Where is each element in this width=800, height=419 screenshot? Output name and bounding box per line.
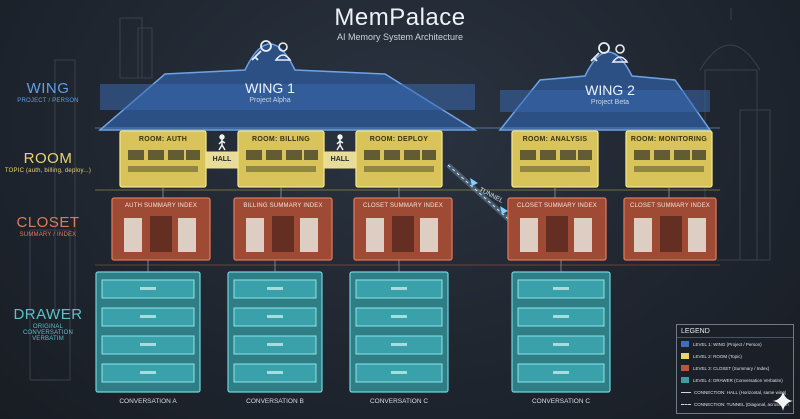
closet-shelves	[124, 216, 706, 252]
legend-item: LEVEL 4: DRAWER (Conversation Verbatim)	[677, 374, 793, 386]
tunnel	[446, 163, 517, 227]
conversation-label: CONVERSATION B	[246, 398, 304, 405]
level-sub: PROJECT / PERSON	[17, 98, 79, 104]
drawers	[95, 271, 611, 393]
closet-label: CLOSET SUMMARY INDEX	[362, 203, 444, 209]
level-sub: TOPIC (auth, billing, deploy...)	[4, 168, 92, 174]
legend-item: CONNECTION: TUNNEL (Diagonal, across win…	[677, 398, 793, 410]
conversation-label: CONVERSATION A	[119, 398, 177, 405]
legend-label: CONNECTION: TUNNEL (Diagonal, across win…	[694, 401, 789, 407]
wing-project: Project Alpha	[249, 97, 291, 104]
level-label-drawer: DRAWER ORIGINAL CONVERSATION VERBATIM	[0, 306, 96, 342]
key-icon	[590, 42, 610, 62]
key-icon	[251, 40, 272, 61]
level-label-room: ROOM TOPIC (auth, billing, deploy...)	[0, 150, 96, 174]
level-connectors	[147, 187, 670, 272]
conversation-label: CONVERSATION C	[531, 398, 591, 405]
conversation-label: CONVERSATION C	[369, 398, 429, 405]
level-name: CLOSET	[16, 214, 80, 231]
level-sub: SUMMARY / INDEX	[19, 232, 77, 238]
legend-swatch	[681, 341, 689, 347]
level-name: WING	[26, 80, 70, 97]
room-label: ROOM: ANALYSIS	[522, 136, 588, 143]
level-sub: ORIGINAL CONVERSATION VERBATIM	[23, 324, 73, 342]
halls	[205, 134, 357, 169]
level-label-wing: WING PROJECT / PERSON	[0, 80, 96, 104]
hall-label: HALL	[330, 156, 350, 163]
closet-label: AUTH SUMMARY INDEX	[124, 203, 198, 209]
legend-swatch	[681, 365, 689, 371]
wing-2	[498, 42, 712, 131]
legend-label: LEVEL 2: ROOM (Topic)	[693, 353, 742, 359]
hall-connector-1	[205, 151, 239, 169]
wing-2-title: WING 2 Project Beta	[560, 82, 660, 106]
legend-label: CONNECTION: HALL (Horizontal, same wing)	[694, 389, 787, 395]
level-label-closet: CLOSET SUMMARY / INDEX	[0, 214, 96, 238]
legend-title: LEGEND	[677, 325, 793, 338]
closet-label: BILLING SUMMARY INDEX	[243, 203, 323, 209]
closet-label: CLOSET SUMMARY INDEX	[516, 203, 598, 209]
drawer-fronts	[101, 279, 605, 383]
legend-item: LEVEL 1: WING (Project / Person)	[677, 338, 793, 350]
level-name: DRAWER	[13, 306, 83, 323]
legend-item: LEVEL 2: ROOM (Topic)	[677, 350, 793, 362]
sparkle-icon	[773, 391, 793, 411]
legend-swatch	[681, 377, 689, 383]
hall-connector-2	[323, 151, 357, 169]
legend-label: LEVEL 1: WING (Project / Person)	[693, 341, 762, 347]
room-label: ROOM: BILLING	[252, 136, 310, 143]
legend-line	[681, 403, 691, 405]
wing-project: Project Beta	[590, 99, 630, 106]
tunnel-arrow-icon	[470, 178, 508, 214]
room-interiors	[128, 150, 706, 172]
level-name: ROOM	[23, 150, 73, 167]
legend-item: LEVEL 3: CLOSET (Summary / Index)	[677, 362, 793, 374]
legend-label: LEVEL 3: CLOSET (Summary / Index)	[693, 365, 770, 371]
wing-1-title: WING 1 Project Alpha	[220, 80, 320, 104]
page-title: MemPalace	[334, 4, 466, 31]
legend-label: LEVEL 4: DRAWER (Conversation Verbatim)	[693, 377, 783, 383]
user-icon	[611, 44, 629, 63]
room-label: ROOM: DEPLOY	[369, 136, 429, 143]
drawer-handles	[140, 287, 569, 374]
legend: LEGEND LEVEL 1: WING (Project / Person) …	[676, 324, 794, 414]
legend-swatch	[681, 353, 689, 359]
legend-item: CONNECTION: HALL (Horizontal, same wing)	[677, 386, 793, 398]
wing-1	[97, 40, 478, 131]
room-label: ROOM: AUTH	[138, 136, 188, 143]
hall-label: HALL	[212, 156, 232, 163]
user-icon	[274, 42, 292, 61]
wing-name: WING 1	[245, 80, 295, 96]
walking-person-icon	[336, 134, 344, 151]
room-label: ROOM: MONITORING	[630, 136, 708, 143]
walking-person-icon	[218, 134, 226, 151]
legend-line	[681, 391, 691, 393]
wing-name: WING 2	[585, 82, 635, 98]
closet-label: CLOSET SUMMARY INDEX	[629, 203, 711, 209]
page-subtitle: AI Memory System Architecture	[336, 32, 464, 42]
